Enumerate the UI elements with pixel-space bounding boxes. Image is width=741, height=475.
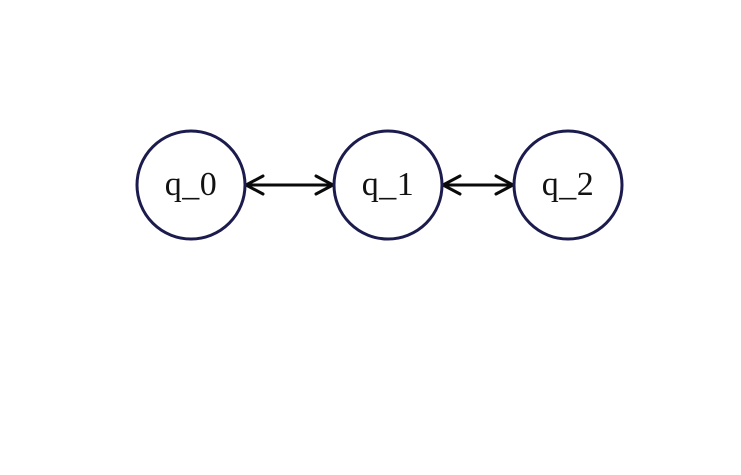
node-q-1[interactable]: q_1 (332, 129, 444, 241)
node-q-0-label: q_0 (165, 166, 218, 203)
node-q-2-label: q_2 (542, 166, 595, 203)
node-q-2[interactable]: q_2 (512, 129, 624, 241)
edge-q1-q2[interactable] (439, 174, 517, 196)
node-q-1-circle[interactable] (332, 129, 444, 241)
node-q-0[interactable]: q_0 (135, 129, 247, 241)
node-q-0-circle[interactable] (135, 129, 247, 241)
node-q-1-label: q_1 (362, 166, 415, 203)
node-q-2-circle[interactable] (512, 129, 624, 241)
edge-q0-q1[interactable] (242, 174, 337, 196)
